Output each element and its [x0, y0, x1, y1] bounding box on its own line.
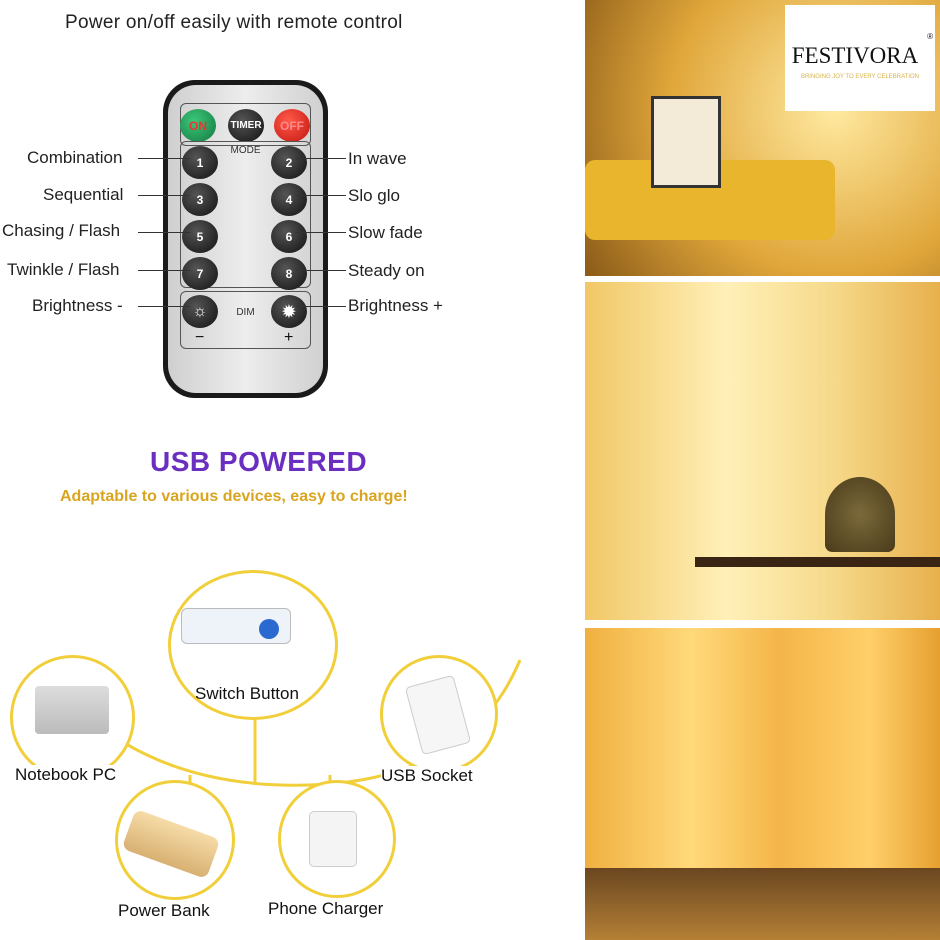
minus-label: −: [195, 329, 205, 346]
caption-phone-charger: Phone Charger: [268, 899, 384, 918]
charger-icon: [309, 811, 357, 867]
logo-name: FESTIVORA: [791, 43, 919, 68]
mode-label: MODE: [230, 145, 261, 156]
photo-curtain-window: [585, 282, 940, 620]
power-bank-circle: [115, 780, 235, 900]
mode-button-7: 7: [182, 257, 218, 290]
plant-image: [825, 477, 895, 552]
caption-power-bank: Power Bank: [118, 901, 210, 920]
brightness-down-icon: ☼: [182, 295, 218, 328]
mode-button-5: 5: [182, 220, 218, 253]
notebook-circle: [10, 655, 135, 780]
mode-button-4: 4: [271, 183, 307, 216]
mode-button-8: 8: [271, 257, 307, 290]
table-image: [695, 557, 940, 567]
plus-label: +: [284, 329, 294, 346]
laptop-icon: [35, 686, 109, 734]
label-sequential: Sequential: [43, 185, 124, 204]
label-brightness-plus: Brightness +: [348, 296, 443, 315]
photo-bedroom: [585, 628, 940, 940]
switch-button-circle: [168, 570, 338, 720]
remote-control: ON TIMER OFF MODE 1 2 3 4 5 6 7 8 ☼ ✹ DI…: [163, 80, 328, 398]
mode-button-3: 3: [182, 183, 218, 216]
off-button: OFF: [274, 109, 310, 142]
caption-switch-button: Switch Button: [195, 684, 299, 703]
mode-panel: [180, 141, 311, 288]
logo-tagline: BRINGING JOY TO EVERY CELEBRATION: [800, 74, 920, 80]
label-chasing-flash: Chasing / Flash: [2, 221, 121, 240]
power-bank-icon: [121, 808, 221, 880]
label-in-wave: In wave: [348, 149, 407, 168]
mode-button-2: 2: [271, 146, 307, 179]
usb-subtitle: Adaptable to various devices, easy to ch…: [60, 488, 408, 505]
caption-usb-socket: USB Socket: [381, 766, 473, 786]
brightness-up-icon: ✹: [271, 295, 307, 328]
bed-image: [585, 868, 940, 940]
label-slow-fade: Slow fade: [348, 223, 423, 242]
header-title: Power on/off easily with remote control: [65, 12, 403, 33]
usb-socket-circle: [380, 655, 498, 773]
label-brightness-minus: Brightness -: [32, 296, 123, 315]
label-slo-glo: Slo glo: [348, 186, 400, 205]
on-button: ON: [180, 109, 216, 142]
caption-notebook-pc: Notebook PC: [15, 765, 117, 785]
registered-mark: ®: [927, 32, 933, 41]
mode-button-6: 6: [271, 220, 307, 253]
charger-circle: [278, 780, 396, 898]
picture-frame-image: [651, 96, 721, 188]
label-twinkle-flash: Twinkle / Flash: [7, 260, 120, 279]
label-combination: Combination: [27, 148, 123, 167]
dim-panel: [180, 291, 311, 349]
switch-button-icon: [259, 619, 279, 639]
mode-button-1: 1: [182, 146, 218, 179]
dim-label: DIM: [236, 307, 255, 318]
timer-button: TIMER: [228, 109, 264, 142]
label-steady-on: Steady on: [348, 261, 425, 280]
festivora-logo: FESTIVORA BRINGING JOY TO EVERY CELEBRAT…: [785, 5, 935, 111]
socket-icon: [404, 674, 472, 756]
usb-title: USB POWERED: [150, 446, 368, 477]
